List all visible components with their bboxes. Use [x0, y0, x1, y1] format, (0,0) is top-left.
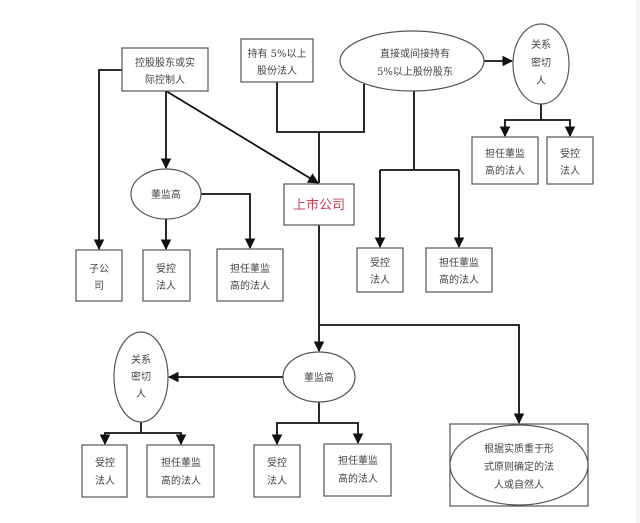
node-label: 法人 — [370, 273, 390, 286]
node-label: 担任董监 — [439, 256, 479, 269]
node-mid-controlled-right: 受控 法人 — [356, 247, 404, 293]
node-controlling-shareholder: 控股股东或实 际控制人 — [121, 47, 209, 92]
edge-controller-to-subsidiary — [93, 69, 122, 251]
node-label: 5%以上股份股东 — [377, 65, 453, 78]
node-label: 际控制人 — [145, 73, 185, 86]
node-label: 受控 — [95, 456, 115, 469]
node-label: 受控 — [156, 262, 176, 275]
node-mid-director-company-right: 担任董监 高的法人 — [425, 247, 493, 293]
edge-directors-bottom-left — [271, 422, 319, 446]
node-directors-bottom: 董监高 — [282, 351, 356, 403]
edge-legalperson-to-listed — [276, 82, 320, 183]
edges — [93, 55, 576, 446]
node-label: 直接或间接持有 — [380, 47, 450, 60]
node-shareholder-5pct: 直接或间接持有 5%以上股份股东 — [339, 30, 485, 92]
node-label: 高的法人 — [439, 273, 479, 286]
edge-directors-to-director-company — [201, 193, 256, 250]
node-label: 高的法人 — [485, 164, 525, 177]
node-label: 控股股东或实 — [135, 56, 195, 69]
node-label: 担任董监 — [338, 454, 378, 467]
node-label: 法人 — [156, 279, 176, 292]
node-label: 法人 — [95, 474, 115, 487]
node-mid-director-company-left: 担任董监 高的法人 — [216, 248, 284, 302]
edge-relation-bottom-left — [99, 432, 141, 446]
node-label: 受控 — [370, 256, 390, 269]
node-close-relation-top: 关系 密切 人 — [512, 23, 570, 105]
node-label: 担任董监 — [485, 147, 525, 160]
node-top-director-company: 担任董监 高的法人 — [471, 136, 539, 185]
node-label: 股份法人 — [257, 64, 297, 77]
node-label: 法人 — [560, 164, 580, 177]
node-bottom-director-company-2: 担任董监 高的法人 — [323, 443, 392, 497]
page-edge — [636, 0, 640, 523]
node-label: 法人 — [267, 474, 287, 487]
node-label: 关系 — [531, 38, 551, 51]
edge-relation-top-left — [499, 119, 541, 138]
node-bottom-controlled-2: 受控 法人 — [253, 444, 301, 498]
node-label: 密切 — [531, 56, 551, 69]
node-label: 担任董监 — [161, 456, 201, 469]
node-label: 持有 5%以上 — [247, 47, 306, 60]
node-legal-person-5pct: 持有 5%以上 股份法人 — [240, 38, 314, 83]
node-label: 式原则确定的法 — [484, 460, 554, 473]
edge-controller-to-listed — [165, 90, 319, 184]
edge-relation-bottom-right — [141, 432, 187, 446]
node-label: 高的法人 — [338, 472, 378, 485]
node-label: 人 — [136, 388, 146, 400]
node-label: 上市公司 — [293, 197, 345, 213]
node-directors-top: 董监高 — [130, 168, 202, 220]
node-substance-over-form: 根据实质重于形 式原则确定的法 人或自然人 — [449, 423, 589, 507]
node-label: 关系 — [131, 353, 151, 366]
node-close-relation-bottom: 关系 密切 人 — [113, 331, 169, 423]
node-label: 受控 — [560, 147, 580, 160]
node-label: 人 — [536, 75, 546, 87]
edge-listed-to-substance — [319, 324, 525, 425]
node-label: 密切 — [131, 370, 151, 383]
edge-directors-bottom-right — [319, 422, 364, 445]
node-label: 子公 — [89, 263, 109, 275]
node-bottom-director-company-1: 担任董监 高的法人 — [146, 444, 215, 498]
node-label: 受控 — [267, 456, 287, 469]
node-listed-company: 上市公司 — [283, 183, 355, 226]
node-label: 高的法人 — [161, 474, 201, 487]
node-mid-controlled-left: 受控 法人 — [142, 249, 191, 302]
node-label: 高的法人 — [230, 279, 270, 292]
node-label: 担任董监 — [230, 262, 270, 275]
edge-relation-top-right — [541, 119, 576, 138]
node-label: 司 — [94, 281, 104, 292]
node-label: 董监高 — [151, 188, 181, 201]
node-top-controlled: 受控 法人 — [546, 136, 594, 185]
node-subsidiary: 子公 司 — [75, 249, 123, 302]
edge-shareholder-to-listed — [319, 84, 365, 133]
node-bottom-controlled-1: 受控 法人 — [81, 444, 128, 498]
node-label: 董监高 — [304, 371, 334, 384]
node-label: 根据实质重于形 — [484, 442, 554, 455]
node-label: 人或自然人 — [494, 478, 544, 491]
